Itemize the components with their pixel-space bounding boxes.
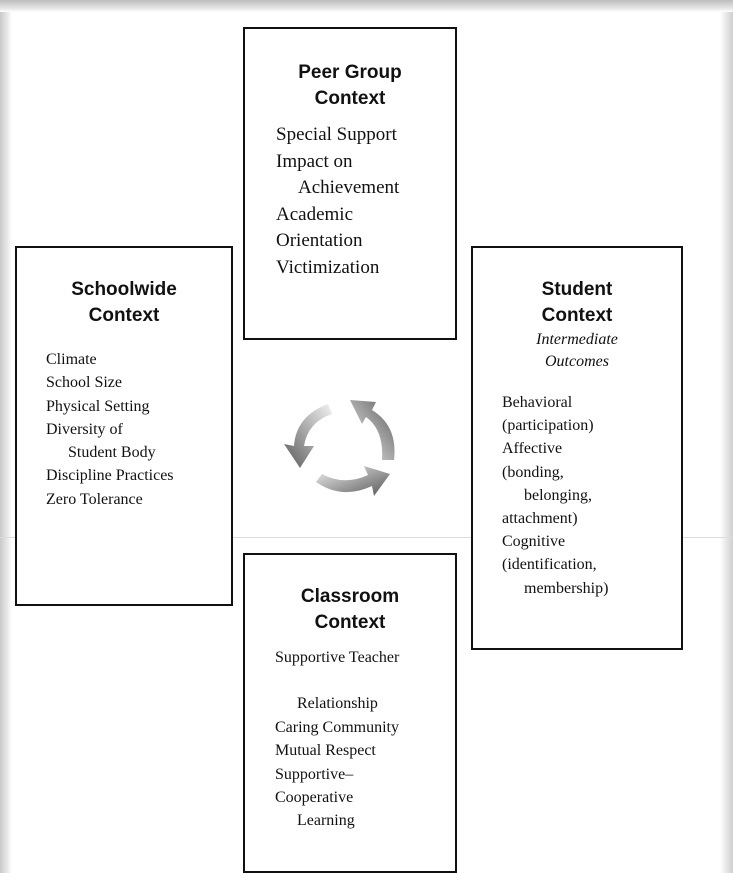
cycle-arrow-left [284,404,332,468]
student-subtitle-line1: Intermediate [536,331,618,348]
cycle-arrow-top [350,400,395,460]
list-item: Academic [276,203,354,225]
student-subtitle: Intermediate Outcomes [473,329,681,373]
schoolwide-context-box: Schoolwide Context Climate School Size P… [15,246,233,606]
list-item: membership) [524,579,609,597]
list-item: Affective [502,440,563,458]
list-item: (identification, [502,556,597,574]
classroom-context-box: Classroom Context Supportive Teacher Rel… [243,553,457,873]
classroom-title: Classroom Context [245,584,455,636]
list-item: Supportive Teacher [275,649,400,666]
peer-title-line1: Peer Group [298,62,402,83]
list-item: Diversity of [46,420,123,438]
list-item: Zero Tolerance [46,490,143,508]
list-item: belonging, [524,486,592,504]
student-context-box: Student Context Intermediate Outcomes Be… [471,246,683,650]
list-item: Orientation [276,230,363,252]
student-title-line2: Context [541,305,613,326]
schoolwide-title-line1: Schoolwide [71,279,177,300]
cycle-arrows-icon [284,400,395,496]
list-item: (participation) [502,417,594,435]
cycle-arrow-bottom [316,466,390,496]
peer-group-context-box: Peer Group Context Special Support Impac… [243,27,457,340]
schoolwide-title-line2: Context [88,305,160,326]
schoolwide-title: Schoolwide Context [17,277,231,329]
student-subtitle-line2: Outcomes [545,353,609,370]
list-spacer [275,669,455,692]
peer-group-title: Peer Group Context [245,60,455,112]
list-item: Physical Setting [46,397,150,415]
list-item: Special Support [276,124,397,145]
list-item: Student Body [68,444,156,462]
schoolwide-items: Climate School Size Physical Setting Div… [46,348,231,511]
list-item: Cognitive [502,533,566,551]
classroom-title-line1: Classroom [300,586,400,607]
student-items: Behavioral (participation) Affective (bo… [502,391,681,600]
classroom-title-line2: Context [314,612,386,633]
list-item: Mutual Respect [275,742,376,760]
top-shadow-band [0,0,733,12]
classroom-items: Supportive Teacher Relationship Caring C… [275,646,455,833]
student-title-line1: Student [541,279,613,300]
list-item: Achievement [298,177,400,199]
list-item: Cooperative [275,789,354,807]
list-item: Learning [297,812,355,830]
page-divider-line [0,537,733,538]
peer-group-items: Special Support Impact on Achievement Ac… [276,122,455,282]
list-item: attachment) [502,510,578,528]
peer-title-line2: Context [314,88,386,109]
list-item: Behavioral [502,394,573,411]
student-title: Student Context [473,277,681,329]
list-item: Victimization [276,256,380,278]
list-item: Supportive– [275,765,354,783]
list-item: School Size [46,374,122,392]
list-item: Climate [46,351,97,368]
list-item: Impact on [276,150,353,172]
list-item: (bonding, [502,463,564,481]
list-item: Caring Community [275,718,399,736]
list-item: Relationship [297,695,378,713]
list-item: Discipline Practices [46,467,174,485]
